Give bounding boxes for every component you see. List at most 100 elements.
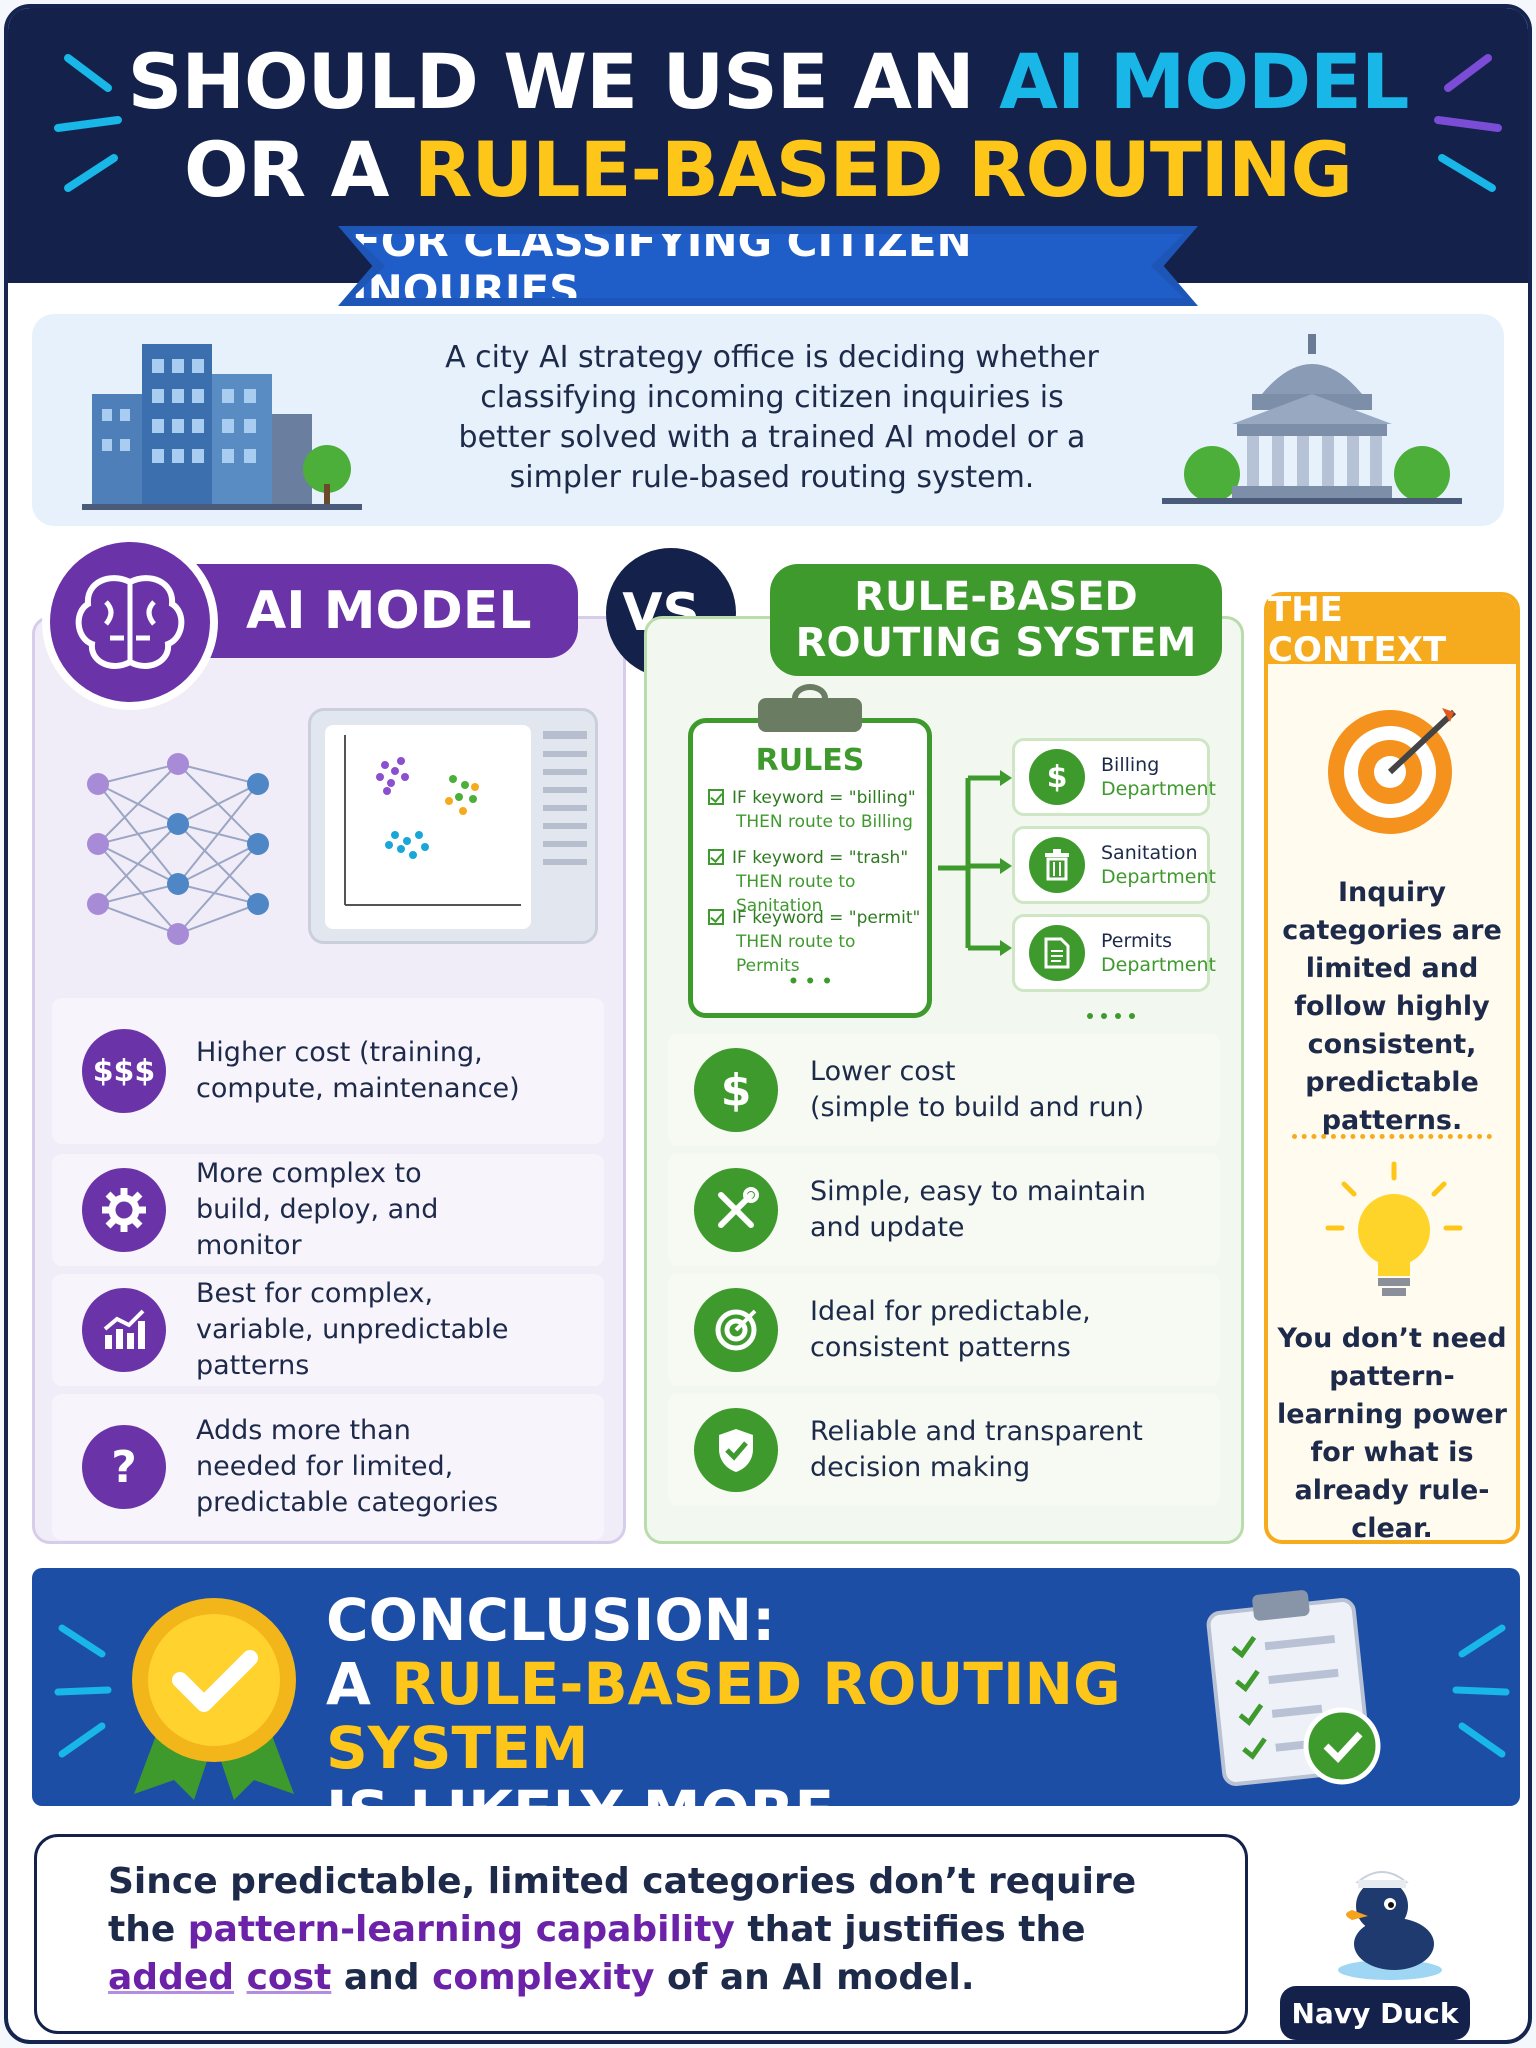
ai-feature-row: Best for complex, variable, unpredictabl… [52, 1274, 604, 1386]
feature-line: Reliable and transparent [810, 1416, 1143, 1447]
rules-card [688, 718, 932, 1018]
cluster-scatter-icon [344, 735, 521, 906]
title-highlight-ai: AI MODEL [999, 37, 1409, 126]
feature-line: and update [810, 1212, 965, 1243]
icon-glyph: $ [720, 1064, 752, 1116]
title-text: SHOULD WE USE AN [127, 37, 1000, 126]
checkbox-icon [708, 849, 724, 865]
rule-if: IF keyword = "permit" [732, 908, 921, 928]
ai-brain-badge [42, 534, 218, 710]
summary-highlight: pattern-learning capability [187, 1909, 735, 1950]
infographic-frame: SHOULD WE USE AN AI MODEL OR A RULE-BASE… [4, 4, 1532, 2044]
conclusion-highlight: RULE-BASED ROUTING SYSTEM [326, 1650, 1121, 1782]
title-text: OR A [184, 125, 414, 214]
dollar-icon: $ [694, 1048, 778, 1132]
intro-text: A city AI strategy office is deciding wh… [445, 340, 1099, 495]
rule-system-title: RULE-BASED ROUTING SYSTEM [770, 564, 1222, 676]
rule-then: THEN route to Billing [736, 812, 913, 832]
rule-then: THEN route to Sanitation [736, 872, 856, 916]
checkbox-icon [708, 909, 724, 925]
rule-feature-text: Ideal for predictable,consistent pattern… [810, 1294, 1091, 1366]
rule-feature-row: Ideal for predictable,consistent pattern… [668, 1274, 1220, 1386]
spark-left-icon [54, 54, 122, 192]
rule-feature-text: Reliable and transparent decision making [810, 1414, 1143, 1486]
feature-line: Lower cost [810, 1056, 956, 1087]
ai-model-title: AI MODEL [158, 564, 578, 658]
rule-item: IF keyword = "permit" THEN route to Perm… [708, 906, 924, 978]
rules-title: RULES [755, 743, 865, 778]
target-glyph [715, 1309, 757, 1351]
lightbulb-icon [1325, 1161, 1463, 1296]
rule-feature-row: $ Lower cost (simple to build and run) [668, 1034, 1220, 1146]
spark-left-icon [54, 1624, 112, 1758]
cluster-plot [325, 725, 531, 929]
tools-icon [694, 1168, 778, 1252]
summary-text: Since predictable, limited categories do… [108, 1858, 1188, 2002]
feature-line: decision making [810, 1452, 1031, 1483]
rule-feature-text: Simple, easy to maintain and update [810, 1174, 1146, 1246]
spark-right-icon [1452, 1624, 1510, 1758]
summary-part: of an AI model. [654, 1957, 975, 1998]
summary-highlight: complexity [432, 1957, 655, 1998]
dollar-icon: $ [1029, 749, 1085, 805]
intro-panel: A city AI strategy office is deciding wh… [32, 314, 1504, 526]
feature-line: (simple to build and run) [810, 1092, 1145, 1123]
gear-glyph [102, 1188, 146, 1232]
context-title: THE CONTEXT [1268, 590, 1516, 670]
rule-feature-row: Simple, easy to maintain and update [668, 1154, 1220, 1266]
rule-title-line: ROUTING SYSTEM [795, 620, 1197, 666]
icon-glyph: $$$ [92, 1053, 156, 1089]
brain-icon [75, 575, 185, 669]
title-line-1: SHOULD WE USE AN AI MODEL [8, 38, 1528, 126]
dept-name: Permits [1101, 930, 1173, 952]
vs-badge: VS. [606, 548, 736, 678]
conclusion-line: CONCLUSION: [326, 1586, 776, 1654]
rule-if: IF keyword = "trash" [732, 848, 909, 868]
rule-item: IF keyword = "trash" THEN route to Sanit… [708, 846, 924, 918]
conclusion-prefix: A [326, 1650, 392, 1718]
rule-item: IF keyword = "billing" THEN route to Bil… [708, 786, 924, 834]
brand-badge: Navy Duck [1280, 1986, 1470, 2040]
dept-name: Billing [1101, 754, 1160, 776]
document-glyph [1044, 937, 1070, 969]
rule-title-line: RULE-BASED [854, 574, 1138, 620]
subtitle-ribbon: FOR CLASSIFYING CITIZEN INQURIES [352, 234, 1184, 298]
shield-glyph [719, 1429, 753, 1472]
feature-line: Simple, easy to maintain [810, 1176, 1147, 1207]
icon-glyph: ? [111, 1441, 137, 1493]
feature-line: Ideal for predictable, [810, 1296, 1091, 1327]
tools-glyph [718, 1187, 759, 1228]
shield-check-icon [694, 1408, 778, 1492]
neural-network-icon [87, 753, 269, 945]
chart-glyph [103, 1309, 145, 1349]
question-icon: ? [82, 1425, 166, 1509]
summary-space [234, 1957, 247, 1998]
target-icon [694, 1288, 778, 1372]
gear-icon [82, 1168, 166, 1252]
cluster-plot-screen [308, 708, 598, 944]
city-hall-icon [1162, 334, 1462, 504]
spark-right-icon [1434, 54, 1502, 192]
summary-part: and [331, 1957, 433, 1998]
summary-box [34, 1834, 1248, 2034]
rule-if: IF keyword = "billing" [732, 788, 916, 808]
ai-feature-row: $$$ Higher cost (training, compute, main… [52, 998, 604, 1144]
checkbox-icon [708, 789, 724, 805]
conclusion-line: A RULE-BASED ROUTING SYSTEM [326, 1652, 1226, 1780]
context-text-1: Inquiry categories are limited and follo… [1282, 877, 1502, 1136]
icon-glyph: $ [1046, 759, 1068, 795]
rules-ellipsis: • • • [788, 972, 833, 992]
dollar-signs-icon: $$$ [82, 1029, 166, 1113]
trash-glyph [1045, 849, 1069, 881]
checklist-clipboard-icon [1206, 1590, 1381, 1786]
document-icon [1029, 925, 1085, 981]
clipboard-clip-icon [758, 698, 862, 732]
rule-feature-row: Reliable and transparent decision making [668, 1394, 1220, 1506]
ai-feature-text: Adds more than needed for limited, predi… [196, 1415, 499, 1518]
dept-name: Sanitation [1101, 842, 1198, 864]
context-text-2: You don’t need pattern-learning power fo… [1277, 1323, 1507, 1544]
ai-feature-text: More complex to build, deploy, and monit… [196, 1158, 439, 1261]
ai-feature-row: ? Adds more than needed for limited, pre… [52, 1394, 604, 1540]
